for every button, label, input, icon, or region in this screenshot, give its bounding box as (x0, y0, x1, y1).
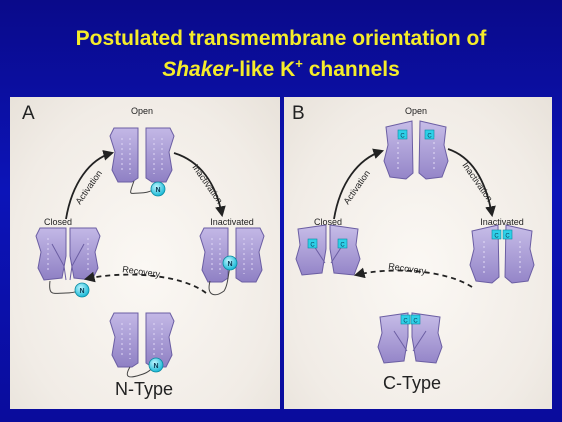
n-ball-open-label-a: N (155, 187, 160, 194)
activation-label-a: Activation (73, 168, 104, 206)
title-italic-shaker: Shaker (162, 58, 233, 81)
n-ball-closed-a (74, 282, 90, 298)
c-box-inactivated-right (502, 229, 513, 240)
inactivated-label-b: Inactivated (480, 217, 524, 227)
title-channels: channels (302, 58, 400, 81)
c-type-label: C-Type (383, 373, 441, 393)
recovery-arrow-a (83, 271, 207, 294)
c-box-open-right (424, 129, 435, 140)
open-channel-a (109, 127, 175, 183)
open-channel-b (383, 120, 449, 180)
c-box-recovery-right-label: C (413, 319, 418, 325)
recovery-arrow-b (353, 267, 473, 288)
activation-arrow-a (65, 150, 115, 220)
c-box-closed-right (337, 238, 348, 249)
panel-a-ntype: A Open N Closed N Inactivated N N Activa… (10, 97, 280, 409)
c-box-recovery-right (410, 314, 421, 325)
recovery-label-b: Recovery (388, 261, 428, 276)
closed-channel-a (35, 227, 101, 281)
title-line-2: Shaker-like K+ channels (0, 51, 562, 82)
closed-label-a: Closed (44, 217, 72, 227)
c-box-open-left-label: C (400, 134, 405, 140)
panel-b-ctype: B Open C C Closed C C Inactivated C C C … (284, 97, 552, 409)
closed-channel-b (295, 224, 361, 276)
n-ball-open-a (150, 181, 166, 197)
c-box-closed-left (307, 238, 318, 249)
n-ball-inactivated-label-a: N (227, 261, 232, 268)
c-box-closed-right-label: C (340, 243, 345, 249)
inactivated-channel-b (469, 224, 535, 284)
closed-label-b: Closed (314, 217, 342, 227)
n-ball-recovery-a (148, 357, 164, 373)
activation-arrow-b (333, 148, 385, 220)
inactivated-label-a: Inactivated (210, 217, 254, 227)
inactivated-channel-a (199, 227, 265, 283)
slide-title: Postulated transmembrane orientation of … (0, 26, 562, 82)
recovery-channel-a (109, 312, 175, 368)
title-superscript: + (295, 56, 303, 71)
recovery-label-a: Recovery (122, 264, 162, 279)
c-box-inactivated-left (491, 229, 502, 240)
activation-label-b: Activation (341, 168, 372, 206)
c-box-inactivated-right-label: C (505, 234, 510, 240)
c-box-recovery-left (400, 314, 411, 325)
c-box-closed-left-label: C (310, 243, 315, 249)
inactivation-arrow-b (447, 148, 496, 218)
panel-b-letter: B (292, 103, 305, 124)
inactivation-label-b: Inactivation (460, 160, 494, 203)
title-like-k: -like K (232, 58, 296, 81)
open-label-b: Open (405, 106, 427, 116)
n-ball-inactivated-a (222, 255, 238, 271)
tether-inactivated-a (208, 266, 231, 296)
panel-b-diagram: B Open C C Closed C C Inactivated C C C … (292, 103, 535, 393)
open-label-a: Open (131, 106, 153, 116)
panel-a-diagram: A Open N Closed N Inactivated N N Activa… (22, 103, 265, 399)
inactivation-label-a: Inactivation (190, 162, 224, 205)
title-line-1: Postulated transmembrane orientation of (75, 27, 487, 50)
c-box-open-left (397, 129, 408, 140)
n-ball-recovery-label-a: N (153, 363, 158, 370)
c-box-recovery-left-label: C (403, 319, 408, 325)
inactivation-arrow-a (173, 152, 226, 218)
c-box-open-right-label: C (427, 134, 432, 140)
n-type-label: N-Type (115, 379, 173, 399)
panel-a-letter: A (22, 103, 35, 124)
c-box-inactivated-left-label: C (494, 234, 499, 240)
n-ball-closed-label-a: N (79, 288, 84, 295)
